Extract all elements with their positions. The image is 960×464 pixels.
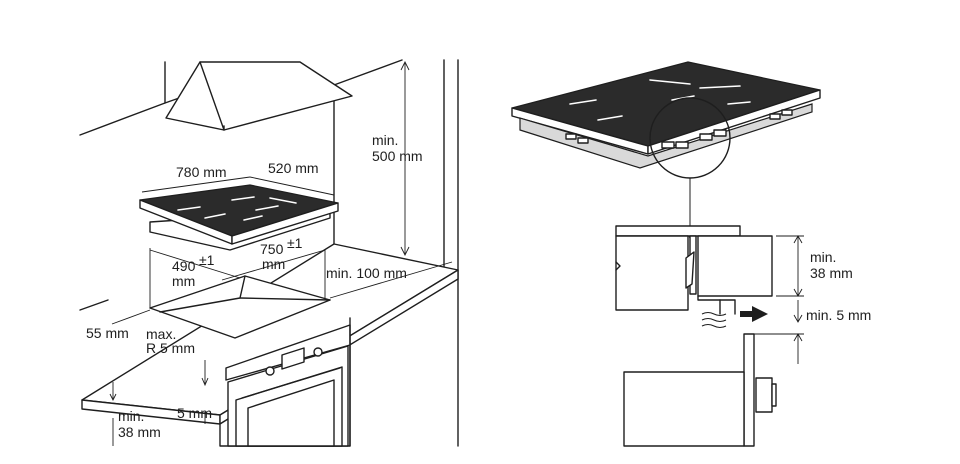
cutout-width-unit: mm — [262, 256, 285, 272]
wall-upper-line — [333, 59, 403, 86]
oven-gap-label: 5 mm — [177, 405, 212, 421]
built-in-oven — [227, 345, 349, 447]
oven-knob-left — [265, 366, 275, 376]
corner-radius-label-2: R 5 mm — [146, 340, 195, 356]
hob-depth-label: 520 mm — [268, 160, 319, 176]
hob-body-section — [697, 235, 773, 297]
hob-width-label: 780 mm — [176, 164, 227, 180]
corner-radius-label-1: max. — [146, 326, 176, 342]
hob-clip — [685, 251, 695, 289]
dimension-lines — [109, 60, 453, 446]
airflow-arrows — [701, 306, 768, 328]
induction-hob — [139, 184, 339, 251]
worktop-thickness-label-2: 38 mm — [118, 424, 161, 440]
oven-display — [281, 347, 305, 370]
kitchen-installation-view: 780 mm 520 mm min. 500 mm 750 ±1 mm 490 … — [79, 59, 459, 447]
cutout-width-value: 750 — [260, 241, 284, 257]
detail-worktop-label-2: 38 mm — [810, 265, 853, 281]
ventilation-detail-view: min. 38 mm min. 5 mm — [511, 61, 871, 447]
detail-worktop-label-1: min. — [810, 249, 836, 265]
oven-handle — [241, 367, 341, 399]
hood-clearance-label-1: min. — [372, 132, 398, 148]
airflow-arrow-icon — [752, 306, 768, 322]
cutout-width-tolerance: ±1 — [287, 235, 303, 251]
worktop-section — [615, 225, 741, 311]
detail-air-gap-label: min. 5 mm — [806, 307, 871, 323]
cabinet-side-section — [623, 333, 777, 447]
hood-clearance-label-2: 500 mm — [372, 148, 423, 164]
worktop-thickness-label-1: min. — [118, 408, 144, 424]
extractor-hood — [165, 61, 353, 131]
worktop-cutout — [149, 275, 331, 339]
oven-knob-right — [313, 347, 323, 357]
cutout-depth-unit: mm — [172, 273, 195, 289]
back-wall-outline — [79, 61, 166, 136]
wall-clearance-label: min. 100 mm — [326, 265, 407, 281]
cutout-depth-tolerance: ±1 — [199, 252, 215, 268]
magnified-vents — [661, 129, 727, 149]
hob-perspective — [511, 61, 821, 169]
front-edge-label: 55 mm — [86, 325, 129, 341]
cutout-depth-value: 490 — [172, 258, 196, 274]
